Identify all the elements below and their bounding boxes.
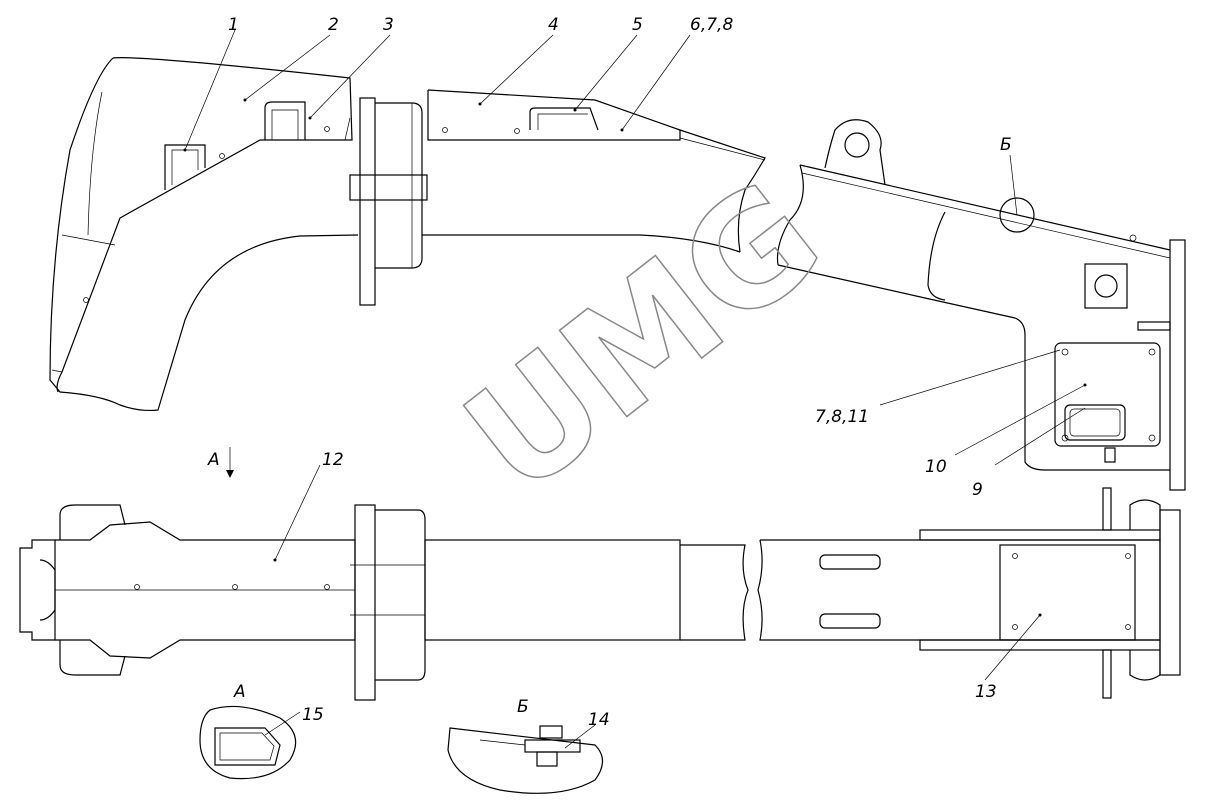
callout-1: 1 <box>228 15 239 35</box>
leader-lines <box>183 29 1087 749</box>
callout-7-8-11: 7,8,11 <box>815 407 869 427</box>
detail-b-mark-label: Б <box>1000 135 1012 155</box>
detail-b <box>447 725 604 794</box>
callout-9: 9 <box>972 480 983 500</box>
detail-b-marker <box>999 197 1035 233</box>
watermark: UMG <box>435 149 853 529</box>
callout-14: 14 <box>588 710 610 730</box>
view-a-arrow-label: А <box>207 450 220 470</box>
callout-6-7-8: 6,7,8 <box>690 15 733 35</box>
detail-a <box>199 705 297 780</box>
slewing-flange-top <box>349 97 428 306</box>
boom-plan-view <box>19 487 1181 701</box>
callout-10: 10 <box>925 457 947 477</box>
callout-2: 2 <box>328 15 339 35</box>
boom-head-section-side <box>776 119 1186 491</box>
callout-5: 5 <box>632 15 643 35</box>
callout-13: 13 <box>975 682 997 702</box>
callout-12: 12 <box>322 450 344 470</box>
boom-middle-section-side <box>422 89 766 253</box>
detail-a-label: А <box>233 682 246 702</box>
callout-4: 4 <box>548 15 559 35</box>
callout-3: 3 <box>383 15 394 35</box>
callout-15: 15 <box>302 705 324 725</box>
boom-left-section-side <box>49 57 359 412</box>
detail-b-label: Б <box>517 697 529 717</box>
